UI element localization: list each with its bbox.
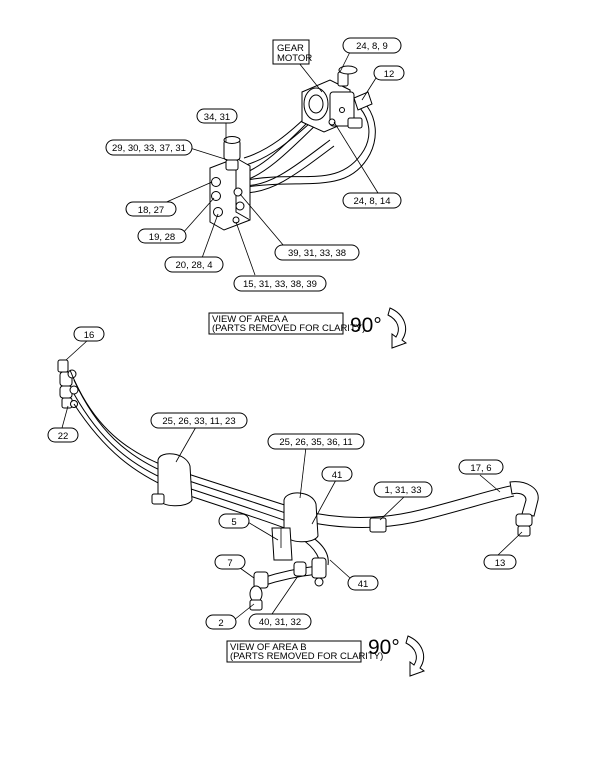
callout-12: 12 xyxy=(373,65,405,81)
callout-20-28-4-text: 20, 28, 4 xyxy=(176,260,213,271)
callout-15-31-33-38-39-text: 15, 31, 33, 38, 39 xyxy=(243,279,317,290)
callout-1-31-33-text: 1, 31, 33 xyxy=(385,485,422,496)
view-of-area-b-caption: VIEW OF AREA B (PARTS REMOVED FOR CLARIT… xyxy=(226,635,426,677)
view-of-area-a-caption: VIEW OF AREA A (PARTS REMOVED FOR CLARIT… xyxy=(208,307,408,349)
clamp-3 xyxy=(369,517,387,533)
callout-13-text: 13 xyxy=(495,558,506,569)
callout-41-bottom: 41 xyxy=(347,575,379,591)
rotate-arrow-b-icon xyxy=(405,635,426,677)
lower-fittings xyxy=(249,557,327,611)
clamp-1 xyxy=(151,453,193,507)
callout-18-27: 18, 27 xyxy=(125,201,177,217)
callout-24-8-9-text: 24, 8, 9 xyxy=(356,41,388,52)
callout-5-text: 5 xyxy=(231,517,236,528)
callout-24-8-14: 24, 8, 14 xyxy=(342,192,402,209)
callout-25-26-33-11-23: 25, 26, 33, 11, 23 xyxy=(150,412,248,429)
callout-13: 13 xyxy=(483,554,517,570)
callout-5: 5 xyxy=(218,513,250,529)
view-a-line1: VIEW OF AREA A xyxy=(212,314,289,325)
callout-17-6: 17, 6 xyxy=(458,459,504,475)
callout-17-6-text: 17, 6 xyxy=(470,463,491,474)
callout-29-30-33-37-31: 29, 30, 33, 37, 31 xyxy=(105,139,193,156)
gear-motor-label-box: GEAR MOTOR xyxy=(272,39,312,65)
callout-40-31-32-text: 40, 31, 32 xyxy=(259,617,301,628)
area-b-drawing xyxy=(57,339,539,621)
view-b-line2: (PARTS REMOVED FOR CLARITY) xyxy=(230,651,383,662)
callout-7-text: 7 xyxy=(227,558,232,569)
gear-motor-label-line1: GEAR xyxy=(277,43,304,54)
callout-25-26-33-11-23-text: 25, 26, 33, 11, 23 xyxy=(162,416,235,427)
callout-19-28-text: 19, 28 xyxy=(149,232,175,243)
gear-motor xyxy=(301,65,373,133)
callout-25-26-35-36-11-text: 25, 26, 35, 36, 11 xyxy=(279,437,352,448)
callout-39-31-33-38-text: 39, 31, 33, 38 xyxy=(288,248,346,259)
callout-18-27-text: 18, 27 xyxy=(138,205,164,216)
callout-41-bottom-text: 41 xyxy=(358,579,369,590)
callout-25-26-35-36-11: 25, 26, 35, 36, 11 xyxy=(267,433,365,450)
callout-29-30-33-37-31-text: 29, 30, 33, 37, 31 xyxy=(112,143,186,154)
callout-22: 22 xyxy=(47,427,79,443)
callout-34-31-text: 34, 31 xyxy=(204,112,230,123)
callout-39-31-33-38: 39, 31, 33, 38 xyxy=(274,244,360,261)
bracket-5 xyxy=(271,527,293,561)
view-a-line2: (PARTS REMOVED FOR CLARITY) xyxy=(212,323,365,334)
callout-15-31-33-38-39: 15, 31, 33, 38, 39 xyxy=(233,275,327,292)
view-a-rotation: 90° xyxy=(350,314,382,337)
callout-24-8-9: 24, 8, 9 xyxy=(342,37,402,54)
callout-16: 16 xyxy=(73,326,105,342)
callout-1-31-33: 1, 31, 33 xyxy=(373,481,433,498)
right-elbow-fitting xyxy=(509,481,539,537)
callout-41-top: 41 xyxy=(321,466,353,482)
top-left-fittings xyxy=(57,359,79,409)
callout-24-8-14-text: 24, 8, 14 xyxy=(354,196,391,207)
callout-19-28: 19, 28 xyxy=(137,228,187,244)
view-b-rotation: 90° xyxy=(368,636,400,659)
callout-22-text: 22 xyxy=(58,431,69,442)
callout-34-31: 34, 31 xyxy=(196,108,238,124)
valve-block xyxy=(209,136,251,231)
callout-12-text: 12 xyxy=(384,69,395,80)
callout-16-text: 16 xyxy=(84,330,95,341)
callout-20-28-4: 20, 28, 4 xyxy=(164,256,224,273)
callout-41-top-text: 41 xyxy=(332,470,343,481)
rotate-arrow-a-icon xyxy=(387,307,408,349)
callout-2-text: 2 xyxy=(218,618,223,629)
area-a-drawing xyxy=(161,51,379,276)
gear-motor-label-line2: MOTOR xyxy=(277,53,312,64)
callout-40-31-32: 40, 31, 32 xyxy=(248,613,312,630)
callout-7: 7 xyxy=(214,554,246,570)
callout-2: 2 xyxy=(205,614,237,630)
view-b-line1: VIEW OF AREA B xyxy=(230,642,307,653)
